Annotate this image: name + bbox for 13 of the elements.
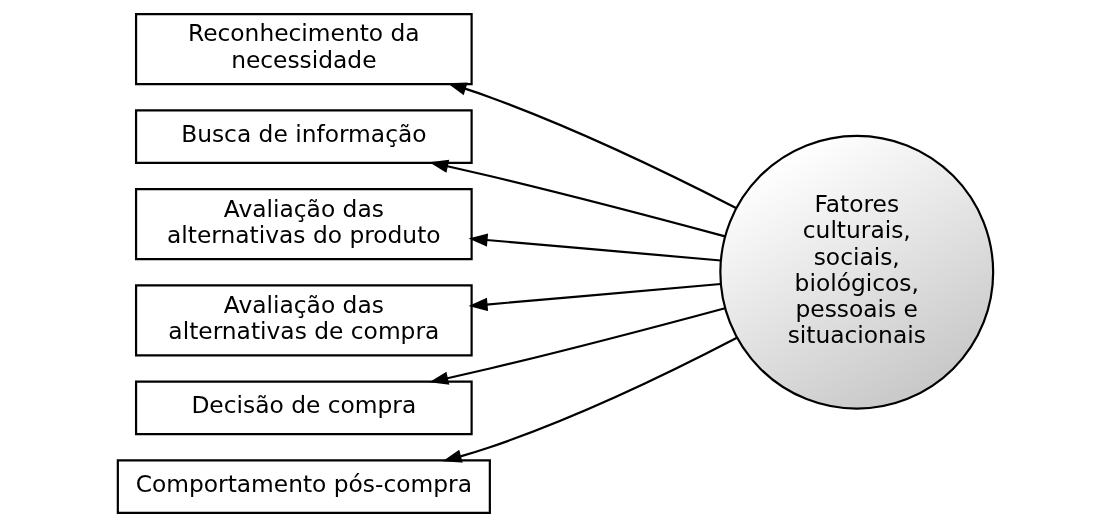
arrow <box>428 307 725 385</box>
arrow <box>428 159 725 238</box>
arrow <box>468 233 721 262</box>
node-box: Busca de informação <box>134 109 473 164</box>
arrow <box>447 82 736 209</box>
node-box: Avaliação das alternativas do produto <box>134 188 473 261</box>
node-box: Comportamento pós-compra <box>116 459 491 515</box>
node-box: Avaliação das alternativas de compra <box>134 284 473 357</box>
node-box: Decisão de compra <box>134 380 473 436</box>
node-circle: Fatores culturais, sociais, biológicos, pessoais e situacionais <box>718 134 994 410</box>
arrow <box>468 282 721 312</box>
arrow <box>442 336 737 463</box>
node-box: Reconhecimento da necessidade <box>134 12 473 86</box>
